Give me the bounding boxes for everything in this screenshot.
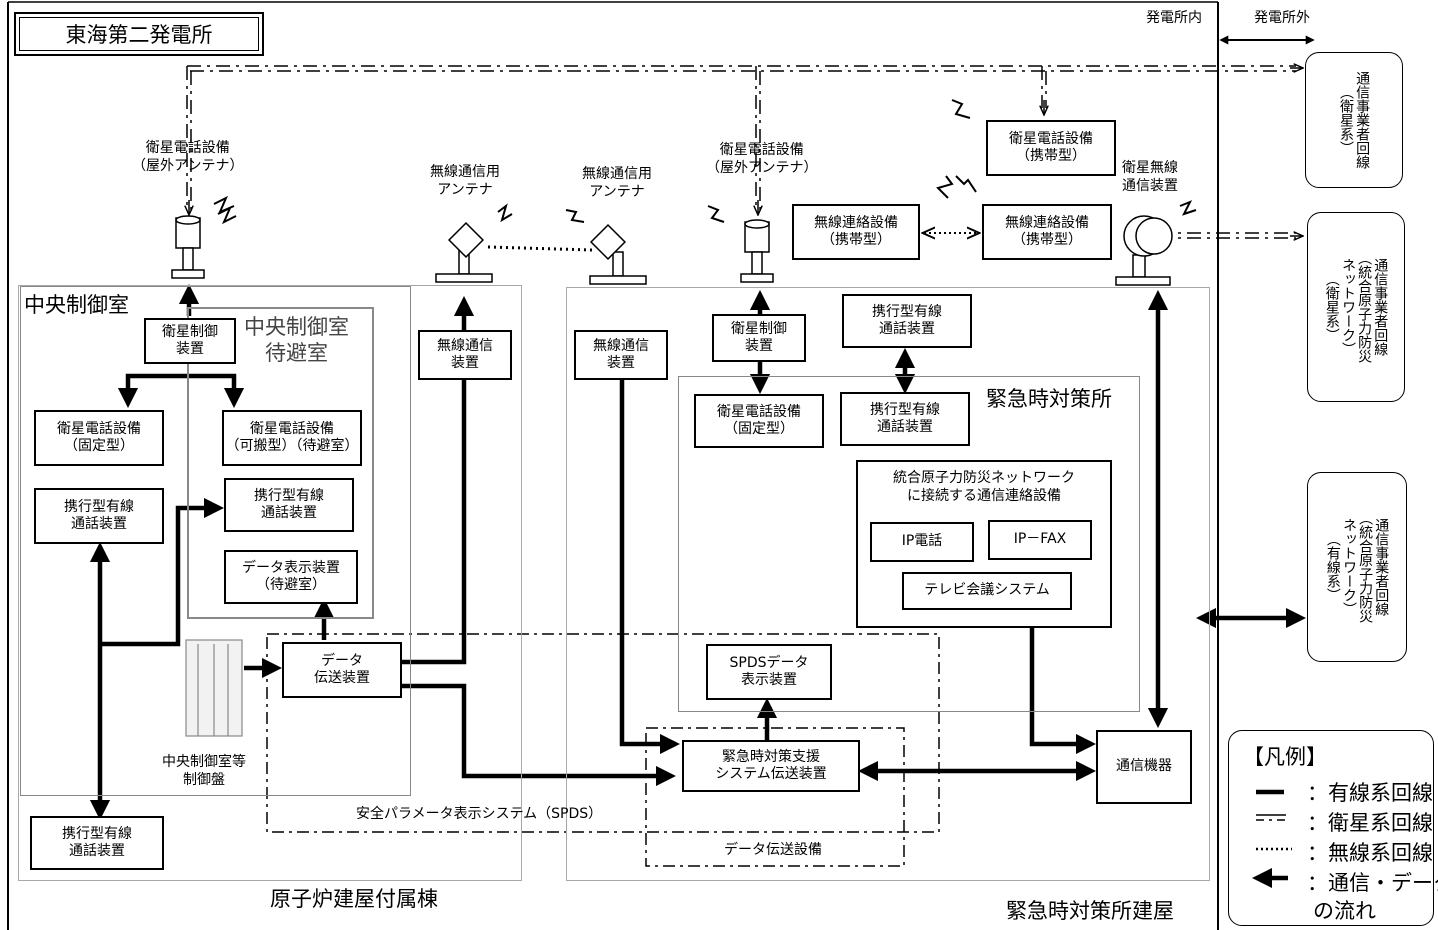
reactor-building-label: 原子炉建屋付属棟 — [270, 887, 438, 911]
sat-fixed-left: 衛星電話設備 （固定型） — [34, 410, 164, 466]
refuge-room-region — [187, 307, 374, 619]
sat-radio-label: 衛星無線 通信装置 — [1122, 160, 1178, 194]
radio-antenna-right-label: 無線通信用 アンテナ — [582, 166, 652, 200]
emergency-building-region — [566, 287, 1210, 881]
radio-link-left: 無線連絡設備 （携帯型） — [792, 204, 920, 260]
wired-bottom: 携行型有線 通話装置 — [30, 816, 164, 870]
ert-transfer: 緊急時対策支援 システム伝送装置 — [682, 740, 860, 792]
ip-fax: IP－FAX — [988, 520, 1092, 560]
central-control-region — [20, 286, 411, 796]
legend-title: 【凡例】 — [1243, 745, 1327, 769]
satellite-lines — [186, 65, 1296, 239]
control-panel-icon — [185, 639, 243, 737]
wired-ec-top: 携行型有線 通話装置 — [842, 294, 972, 348]
comm-equipment: 通信機器 — [1096, 730, 1192, 804]
sat-antenna-left-label: 衛星電話設備 （屋外アンテナ） — [132, 140, 244, 174]
antenna-sat-radio — [1115, 215, 1173, 286]
legend: 【凡例】 ：有線系回線 ：衛星系回線 ：無線系回線 ：通信・データ の流れ — [1228, 730, 1438, 926]
wave-symbols — [213, 99, 1197, 225]
control-panel-label: 中央制御室等 制御盤 — [162, 754, 246, 788]
refuge-room-label: 中央制御室 待避室 — [244, 315, 349, 366]
outside-label: 発電所外 — [1254, 10, 1310, 26]
sat-antenna-right-label: 衛星電話設備 （屋外アンテナ） — [706, 142, 818, 176]
wired-cc: 携行型有線 通話装置 — [34, 488, 164, 544]
carrier-net-wired-box: 通信事業者回線 （統合原子力防災 ネットワーク） （有線系） — [1307, 472, 1407, 662]
sat-ctrl-left: 衛星制御 装置 — [144, 318, 236, 364]
tv-conference: テレビ会議システム — [902, 572, 1072, 610]
antenna-radio-right — [589, 223, 647, 285]
plant-title: 東海第二発電所 — [19, 17, 259, 51]
legend-satellite: ：衛星系回線 — [1307, 811, 1433, 835]
spds-frame — [266, 633, 940, 833]
legend-radio: ：無線系回線 — [1307, 841, 1433, 865]
sat-portable: 衛星電話設備 （携帯型） — [986, 120, 1116, 176]
central-control-label: 中央制御室 — [24, 293, 129, 317]
antenna-radio-left — [435, 221, 493, 283]
carrier-net-sat-box: 通信事業者回線 （統合原子力防災 ネットワーク） （衛星系） — [1307, 212, 1405, 402]
sat-ctrl-right: 衛星制御 装置 — [712, 314, 806, 362]
antenna-sat-right — [740, 219, 774, 283]
inside-label: 発電所内 — [1146, 10, 1202, 26]
sat-fixed-right: 衛星電話設備 （固定型） — [694, 394, 824, 448]
legend-flow-2: の流れ — [1313, 899, 1376, 923]
antenna-sat-left — [171, 215, 205, 279]
spds-label: 安全パラメータ表示システム（SPDS） — [356, 806, 603, 822]
carrier-sat-box: 通信事業者回線 （衛星系） — [1305, 52, 1403, 188]
carrier-sat-text: 通信事業者回線 （衛星系） — [1338, 71, 1371, 169]
carrier-net-wired-text: 通信事業者回線 （統合原子力防災 ネットワーク） （有線系） — [1324, 511, 1390, 623]
radio-link-right: 無線連絡設備 （携帯型） — [982, 204, 1112, 260]
data-display-refuge: データ表示装置 （待避室） — [224, 550, 358, 604]
data-transfer-device: データ 伝送装置 — [282, 642, 402, 698]
emergency-center-label: 緊急時対策所 — [986, 387, 1112, 411]
ip-phone: IP電話 — [870, 522, 974, 562]
data-transfer-frame — [645, 727, 905, 867]
emergency-building-label: 緊急時対策所建屋 — [1006, 899, 1174, 923]
radio-antenna-left-label: 無線通信用 アンテナ — [430, 164, 500, 198]
carrier-net-sat-text: 通信事業者回線 （統合原子力防災 ネットワーク） （衛星系） — [1323, 251, 1389, 363]
legend-flow-1: ：通信・データ — [1307, 871, 1438, 895]
sat-portable-refuge: 衛星電話設備 （可搬型）（待避室） — [222, 410, 362, 466]
radio-device-right: 無線通信 装置 — [574, 330, 668, 380]
data-transfer-equipment-label: データ伝送設備 — [724, 842, 822, 858]
radio-link-antennas — [487, 245, 593, 252]
wired-ec: 携行型有線 通話装置 — [840, 392, 970, 446]
wired-refuge: 携行型有線 通話装置 — [224, 478, 354, 532]
plant-title-box: 東海第二発電所 — [14, 12, 264, 56]
legend-wired: ：有線系回線 — [1307, 781, 1433, 805]
emergency-center-region — [678, 376, 1140, 712]
radio-device-left: 無線通信 装置 — [418, 330, 512, 380]
reactor-building-region — [18, 285, 522, 881]
spds-display: SPDSデータ 表示装置 — [706, 644, 832, 700]
